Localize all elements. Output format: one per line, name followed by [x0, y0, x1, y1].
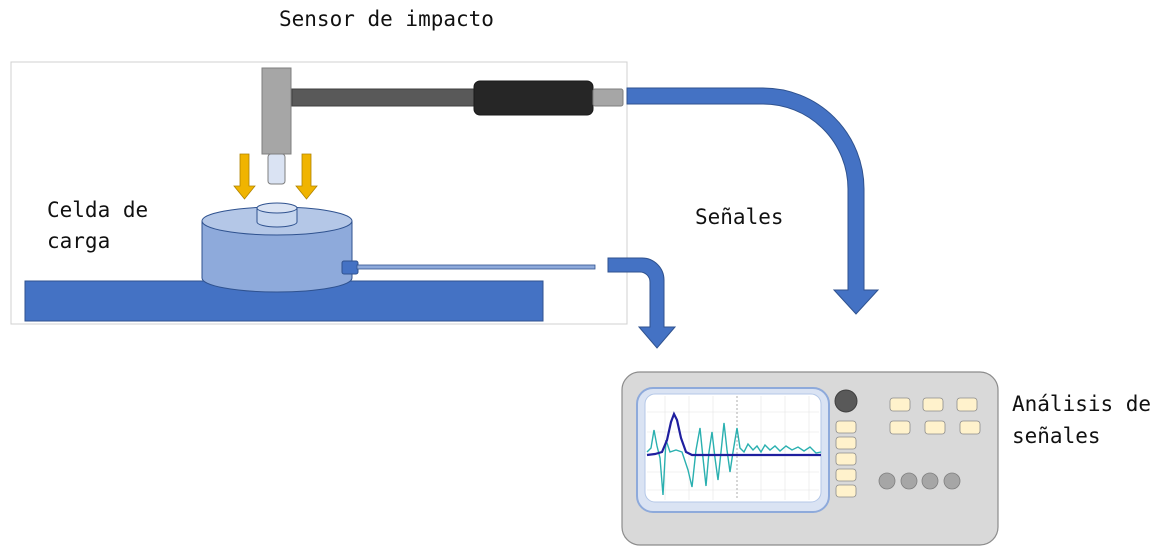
signals-label: Señales	[695, 205, 784, 229]
bench-frame	[10, 61, 628, 325]
analysis-label-line2: señales	[1012, 424, 1101, 448]
force-arrow-right-icon	[295, 153, 318, 200]
signal-arrow-cell-icon	[607, 257, 677, 349]
load-cell-icon	[201, 202, 596, 293]
oscilloscope-icon	[621, 371, 999, 546]
load-cell-label-line1: Celda de	[47, 198, 149, 222]
impact-hammer-icon	[261, 67, 624, 185]
force-arrow-left-icon	[233, 153, 256, 200]
load-cell-label-line2: carga	[47, 229, 111, 253]
impact-sensor-label: Sensor de impacto	[279, 7, 494, 31]
analysis-label-line1: Análisis de	[1012, 392, 1152, 416]
signal-arrow-hammer-icon	[626, 87, 880, 315]
